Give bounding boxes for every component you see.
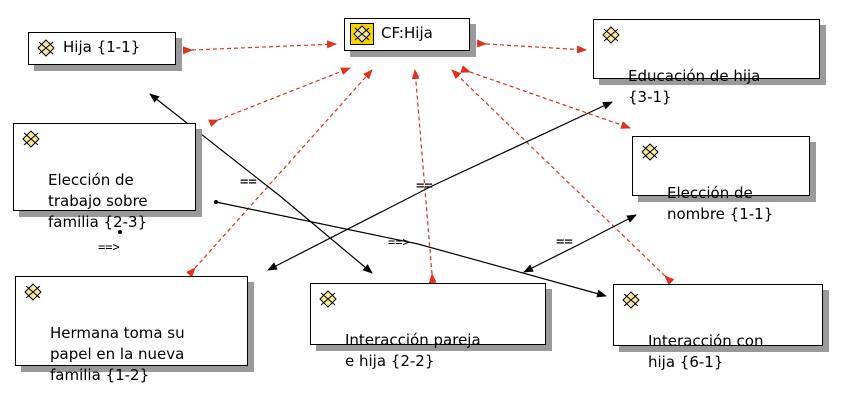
- node-label: Educación de hija {3-1}: [628, 67, 761, 106]
- anchor-dot: [214, 200, 218, 204]
- relation-link-hija-pareja-a: [149, 93, 281, 197]
- code-node-hermana[interactable]: Hermana toma su papel en la nueva famili…: [15, 276, 248, 384]
- code-node-eleccion-nombre[interactable]: Elección de nombre {1-1}: [632, 136, 810, 223]
- family-link-interaccion-con: [451, 69, 675, 286]
- node-label: CF:Hija: [381, 24, 433, 42]
- family-link-educacion: [476, 39, 587, 54]
- node-label: Hija {1-1}: [63, 38, 141, 56]
- family-link-interaccion-pareja: [411, 69, 437, 284]
- relation-link-nombre-interaccion-a: [579, 214, 637, 245]
- family-link-eleccion-nombre: [460, 65, 631, 129]
- relation-link-educacion-hermana-a: [431, 101, 613, 187]
- node-label: Interacción con hija {6-1}: [648, 332, 764, 371]
- relation-label: ==>: [98, 240, 120, 254]
- relation-label: ==: [416, 178, 433, 194]
- relation-label: ==>: [388, 235, 410, 249]
- code-family-node[interactable]: CF:Hija: [344, 18, 470, 51]
- node-label: Elección de nombre {1-1}: [667, 184, 774, 223]
- node-label: Hermana toma su papel en la nueva famili…: [50, 324, 185, 384]
- family-link-hermana: [186, 69, 373, 278]
- relation-label: ==: [240, 174, 257, 190]
- relation-link-hija-pareja-b: [279, 195, 373, 274]
- code-family-icon: [350, 23, 374, 45]
- code-icon: [319, 290, 337, 308]
- code-node-eleccion-trabajo[interactable]: Elección de trabajo sobre familia {2-3}: [13, 123, 196, 231]
- code-icon: [24, 283, 42, 301]
- anchor-dot: [118, 230, 122, 234]
- relation-link-trabajo-interaccion: [215, 201, 607, 298]
- code-icon: [37, 39, 55, 57]
- code-icon: [22, 130, 40, 148]
- relation-link-educacion-hermana-b: [267, 185, 433, 271]
- family-link-eleccion-trabajo: [208, 67, 351, 128]
- relation-link-nombre-interaccion-b: [523, 243, 581, 273]
- node-label: Elección de trabajo sobre familia {2-3}: [48, 171, 148, 231]
- family-link-hija: [182, 40, 337, 55]
- relation-label: ==: [556, 234, 573, 250]
- code-node-interaccion-con[interactable]: Interacción con hija {6-1}: [613, 284, 823, 371]
- code-node-educacion[interactable]: Educación de hija {3-1}: [593, 19, 820, 106]
- code-node-hija[interactable]: Hija {1-1}: [28, 32, 176, 65]
- code-icon: [622, 291, 640, 309]
- node-label: Interacción pareja e hija {2-2}: [345, 331, 481, 370]
- code-node-interaccion-pareja[interactable]: Interacción pareja e hija {2-2}: [310, 283, 546, 370]
- code-icon: [602, 26, 620, 44]
- code-icon: [641, 143, 659, 161]
